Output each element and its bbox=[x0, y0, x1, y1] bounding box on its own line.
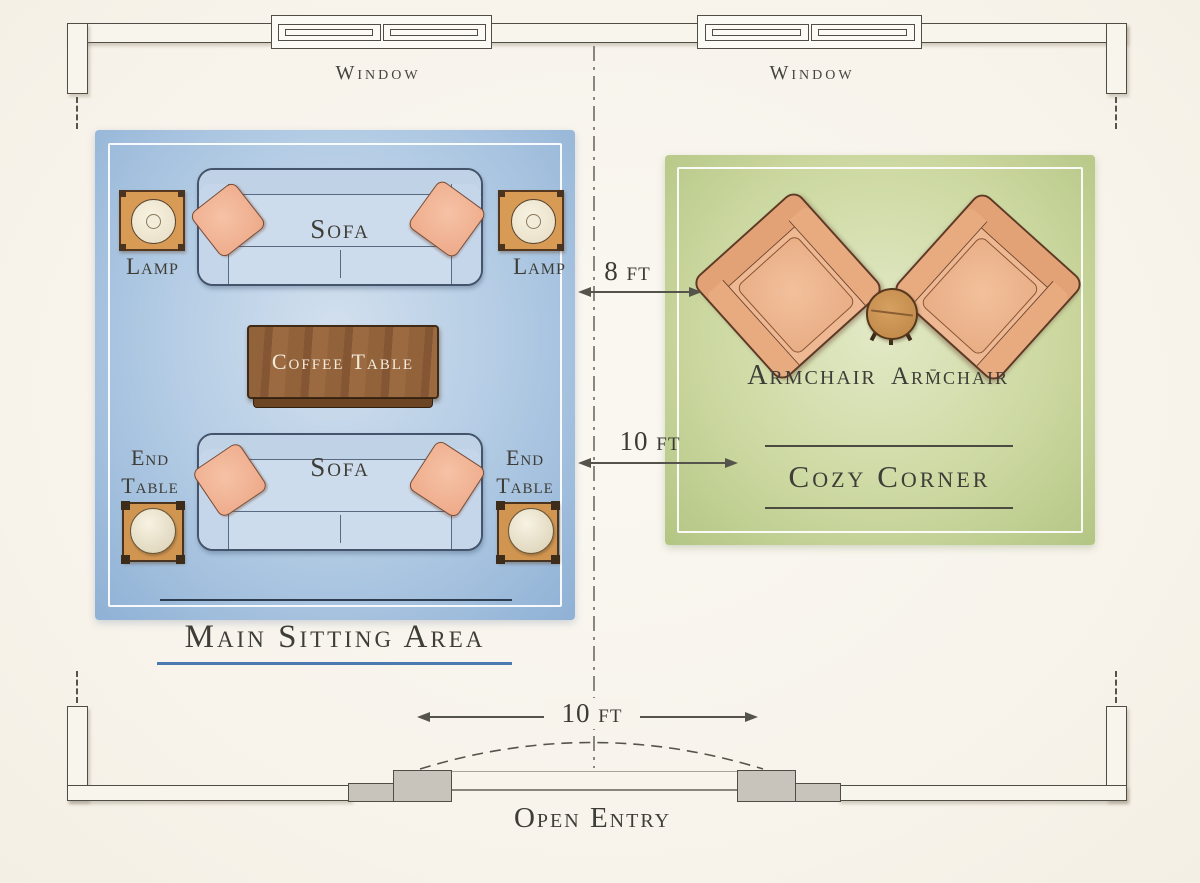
sofa-top-label: Sofa bbox=[310, 214, 370, 244]
lamp-left-label: Lamp bbox=[126, 254, 179, 279]
table-knob bbox=[119, 190, 126, 197]
end-table-right bbox=[496, 501, 560, 564]
window-glass bbox=[711, 28, 802, 36]
arrowhead-left-icon bbox=[417, 712, 430, 722]
table-leg bbox=[551, 555, 560, 564]
table-knob bbox=[557, 190, 564, 197]
lamp-table-right bbox=[498, 190, 564, 251]
table-leg bbox=[121, 501, 130, 510]
table-knob bbox=[498, 244, 505, 251]
arrowhead-right-icon bbox=[745, 712, 758, 722]
lamp-icon bbox=[511, 199, 556, 244]
armchair-right-label: Arm̄chair bbox=[890, 363, 1010, 390]
entry-post-right bbox=[737, 770, 796, 802]
dimension-corner-label: 10 ft bbox=[619, 426, 681, 456]
dimension-rug-gap-label: 8 ft bbox=[604, 256, 651, 286]
table-leg bbox=[176, 501, 185, 510]
coffee-table-label: Coffee Table bbox=[271, 349, 415, 374]
window-left bbox=[271, 15, 492, 49]
right-wall-break-bottom bbox=[1115, 671, 1117, 703]
main-sitting-area-title: Main Sitting Area bbox=[184, 619, 486, 655]
table-leg bbox=[176, 555, 185, 564]
cozy-corner-title: Cozy Corner bbox=[788, 459, 991, 494]
lamp-center bbox=[146, 214, 161, 229]
arrowhead-right-icon bbox=[689, 287, 702, 297]
table-lamp-sphere bbox=[130, 508, 176, 554]
lamp-table-left bbox=[119, 190, 185, 251]
table-knob bbox=[178, 190, 185, 197]
arrowhead-left-icon bbox=[578, 458, 591, 468]
table-leg bbox=[496, 555, 505, 564]
window-pane bbox=[277, 23, 381, 41]
table-leg bbox=[551, 501, 560, 510]
table-leg bbox=[496, 501, 505, 510]
window-glass bbox=[389, 28, 479, 36]
table-leg bbox=[121, 555, 130, 564]
table-knob bbox=[557, 244, 564, 251]
sofa-bottom-seat-line bbox=[231, 511, 449, 512]
bottom-wall-left bbox=[67, 785, 351, 801]
left-wall-break-top bbox=[76, 97, 78, 129]
window-right bbox=[697, 15, 922, 49]
sofa-top-cushion-divider bbox=[340, 250, 341, 278]
dimension-corner-line bbox=[590, 462, 726, 464]
blue-rug-bottom-line bbox=[160, 599, 512, 601]
entry-swing-arc bbox=[419, 741, 764, 770]
sofa-top-seat-line bbox=[231, 246, 449, 247]
bottom-wall-right bbox=[838, 785, 1127, 801]
window-glass bbox=[284, 28, 374, 36]
entry-threshold-line bbox=[452, 789, 737, 791]
cozy-corner-top-line bbox=[765, 445, 1013, 447]
end-table-left bbox=[121, 501, 185, 564]
top-wall bbox=[67, 23, 1127, 43]
entry-post-left bbox=[393, 770, 452, 802]
arrowhead-right-icon bbox=[725, 458, 738, 468]
table-knob bbox=[498, 190, 505, 197]
open-entry-label: Open Entry bbox=[513, 802, 672, 834]
green-rug-inner-border bbox=[677, 167, 1083, 533]
dimension-entry-label: 10 ft bbox=[544, 698, 640, 729]
sofa-bottom-label: Sofa bbox=[310, 452, 370, 482]
window-left-label: Window bbox=[335, 62, 421, 84]
window-right-label: Window bbox=[769, 62, 855, 84]
window-pane bbox=[704, 23, 809, 41]
table-lamp-sphere bbox=[508, 508, 554, 554]
blue-rug-inner-border bbox=[108, 143, 562, 607]
sofa-bottom-cushion-divider bbox=[340, 515, 341, 543]
right-wall-top bbox=[1106, 23, 1127, 94]
lamp-center bbox=[526, 214, 541, 229]
lamp-right-label: Lamp bbox=[513, 254, 566, 279]
armchair-left-label: Armchair bbox=[747, 360, 877, 391]
arrowhead-left-icon bbox=[578, 287, 591, 297]
sofa-top-back bbox=[199, 170, 481, 195]
end-table-right-label: End Table bbox=[496, 445, 554, 498]
left-wall-top bbox=[67, 23, 88, 94]
entry-threshold-line bbox=[452, 771, 737, 772]
table-knob bbox=[119, 244, 126, 251]
window-glass bbox=[817, 28, 908, 36]
window-pane bbox=[382, 23, 486, 41]
end-table-left-label: End Table bbox=[121, 445, 179, 498]
coffee-table: Coffee Table bbox=[247, 325, 439, 399]
table-knob bbox=[178, 244, 185, 251]
lamp-icon bbox=[131, 199, 176, 244]
dimension-rug-gap-line bbox=[590, 291, 690, 293]
left-wall-break-bottom bbox=[76, 671, 78, 703]
right-wall-break-top bbox=[1115, 97, 1117, 129]
coffee-table-edge bbox=[253, 398, 433, 408]
main-sitting-area-underline bbox=[157, 662, 512, 665]
cozy-corner-bottom-line bbox=[765, 507, 1013, 509]
window-pane bbox=[810, 23, 915, 41]
